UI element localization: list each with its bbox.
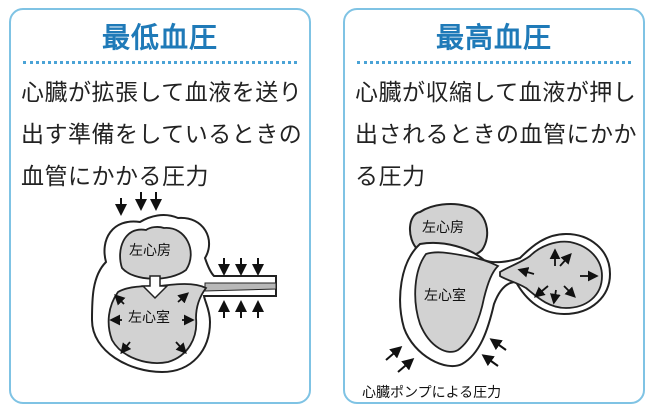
artery-down-arrows	[218, 258, 264, 276]
artery-pressure-arrows	[517, 248, 599, 305]
artery-lumen	[204, 282, 277, 292]
artery-up-arrows	[218, 300, 264, 318]
atrium-chamber	[119, 226, 192, 280]
relaxed-heart: 左心房 左心室	[90, 192, 277, 374]
panel-title: 最低血圧	[101, 21, 218, 54]
down-arrows	[115, 192, 162, 216]
dotted-divider	[23, 61, 297, 64]
panel-description: 心臓が収縮して血液が押し出されるときの血管にかかる圧力	[355, 80, 637, 190]
panel-title: 最高血圧	[435, 21, 552, 54]
pump-pressure-caption: 心臓ポンプによる圧力	[362, 385, 501, 401]
panel-description: 心臓が拡張して血液を送り出す準備をしているときの血管にかかる圧力	[21, 80, 303, 190]
panel-diastolic: 最低血圧 心臓が拡張して血液を送り出す準備をしているときの血管にかかる圧力	[9, 8, 311, 404]
pump-pressure-arrows	[385, 338, 507, 373]
panel-systolic: 最高血圧 心臓が収縮して血液が押し出されるときの血管にかかる圧力	[343, 8, 645, 404]
ventricle-label: 左心室	[424, 287, 466, 304]
artery-bulge-chamber	[499, 240, 603, 309]
ventricle-label: 左心室	[128, 309, 170, 326]
contracted-heart: 左心房 左心室 心臓ポンプによる圧力	[362, 203, 612, 401]
ventricle-pressure-arrows	[109, 292, 195, 355]
flow-arrow-icon	[141, 275, 169, 300]
atrium-label: 左心房	[129, 243, 171, 259]
atrium-label: 左心房	[422, 220, 464, 236]
ventricle-chamber	[414, 251, 500, 353]
dotted-divider	[357, 61, 631, 64]
